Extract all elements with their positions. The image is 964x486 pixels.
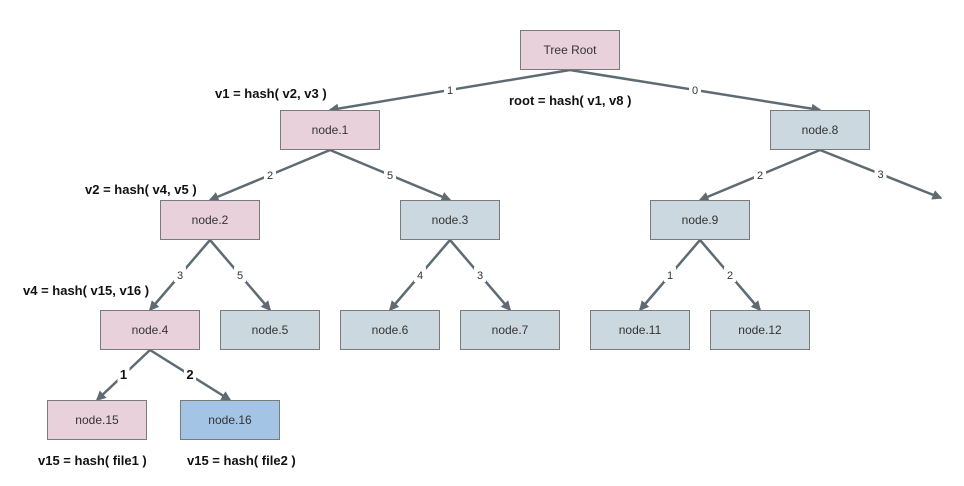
tree-node-n6: node.6 [340,310,440,350]
tree-node-n15: node.15 [47,400,147,440]
edge-label-background [724,267,736,282]
edge-label-background [414,267,426,282]
edge-label: 1 [667,270,673,282]
edge-label: 2 [757,170,763,182]
edge-label: 0 [692,85,698,97]
tree-node-n5: node.5 [220,310,320,350]
edge-label: 2 [267,170,273,182]
edge-label-background [474,267,486,282]
edge-label-background [384,167,396,182]
tree-node-n8: node.8 [770,110,870,150]
edge-label: 1 [447,85,453,97]
annotation-v15-file1: v15 = hash( file1 ) [38,453,147,468]
edge-label-background [664,267,676,282]
tree-node-n2: node.2 [160,200,260,240]
edge-label-background [234,267,246,282]
tree-node-n16: node.16 [180,400,280,440]
tree-node-n7: node.7 [460,310,560,350]
annotation-v15-file2: v15 = hash( file2 ) [187,453,296,468]
edge-label-background [689,82,701,97]
annotation-v1: v1 = hash( v2, v3 ) [215,86,327,101]
edge-label-background [444,82,456,97]
tree-node-n4: node.4 [100,310,200,350]
edge-label: 5 [387,170,393,182]
edge-label: 5 [237,270,243,282]
edge-label: 3 [177,270,183,282]
edge-label: 2 [727,270,733,282]
edge-label: 3 [477,270,483,282]
annotation-root: root = hash( v1, v8 ) [509,93,632,108]
edge-label-background [174,267,186,282]
edge-label: 3 [877,169,883,181]
tree-node-n3: node.3 [400,200,500,240]
edge-label: 4 [417,270,423,282]
edge-label: 2 [186,367,193,382]
tree-node-n1: node.1 [280,110,380,150]
tree-node-n11: node.11 [590,310,690,350]
edge-label-background [754,167,766,182]
edge-label-background [874,166,887,181]
edge-label-background [264,167,276,182]
tree-node-root: Tree Root [520,30,620,70]
annotation-v2: v2 = hash( v4, v5 ) [85,182,197,197]
edge-label: 1 [120,367,127,382]
tree-node-n9: node.9 [650,200,750,240]
edge-label-background [117,367,130,382]
tree-node-n12: node.12 [710,310,810,350]
edge-label-background [184,367,196,382]
annotation-v4: v4 = hash( v15, v16 ) [23,283,150,298]
